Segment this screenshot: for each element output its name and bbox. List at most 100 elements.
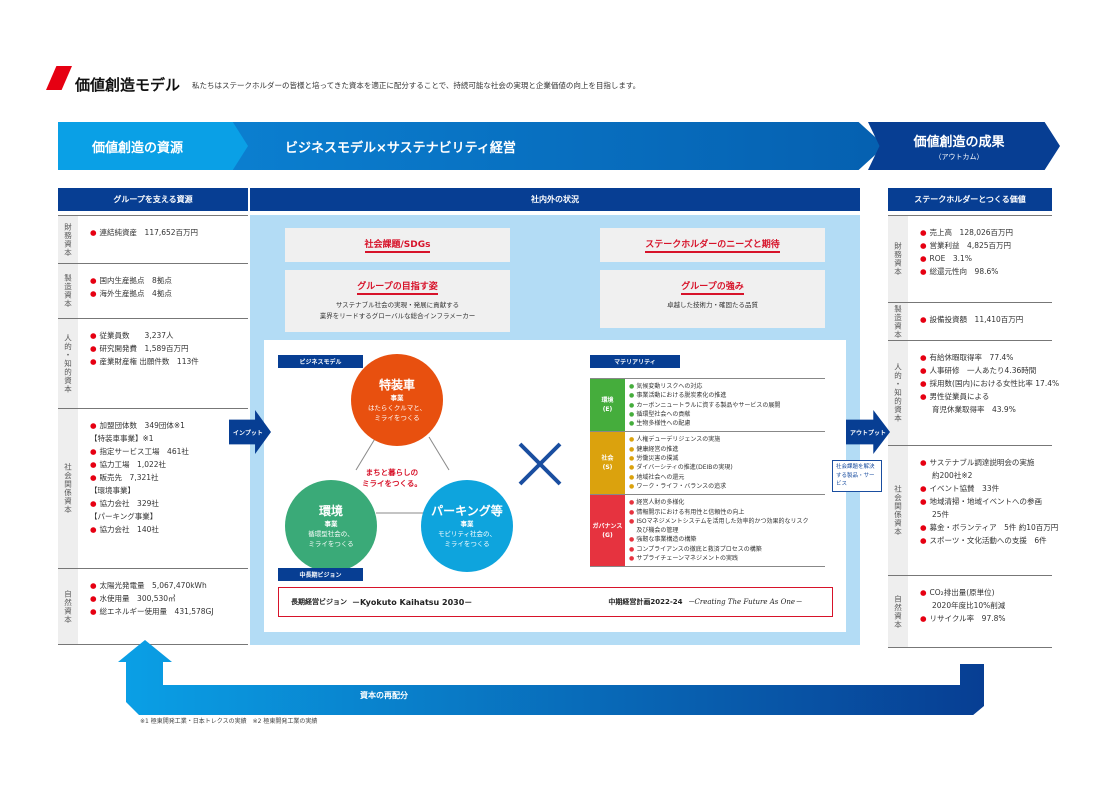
materiality-item-text: 人権デューデリジェンスの実施 <box>636 436 721 444</box>
banner-outcome: 価値創造の成果 （アウトカム） <box>868 122 1060 170</box>
capital-item: 国内生産拠点 8拠点 <box>90 274 172 287</box>
capital-item: 総還元性向 98.6% <box>920 265 1013 278</box>
materiality-label: 環境 (E) <box>590 379 625 432</box>
materiality-items: ● 気候変動リスクへの対応● 事業活動における脱炭素化の推進● カーボンニュート… <box>625 379 780 431</box>
capital-row: 製造資本国内生産拠点 8拠点海外生産拠点 4拠点 <box>58 263 248 318</box>
capital-item: 男性従業員による <box>920 390 1059 403</box>
capital-item: 募金・ボランティア 5件 約10百万円 <box>920 521 1059 534</box>
capital-item: 【特装車事業】※1 <box>90 434 154 443</box>
materiality-item: ● ワーク・ライフ・バランスの追求 <box>629 482 727 490</box>
circle-sub: 事業 <box>324 519 338 528</box>
materiality-items: ● 経営人財の多様化● 情報開示における有用性と信頼性の向上● ISOマネジメン… <box>625 495 808 566</box>
capital-row: 自然資本太陽光発電量 5,067,470kWh水使用量 300,530㎥総エネル… <box>58 568 248 645</box>
box-group-vision: グループの目指す姿サステナブル社会の実現・発展に貢献する業界をリードするグローバ… <box>285 270 510 332</box>
box-group-strength: グループの強み卓越した技術力・確固たる品質 <box>600 270 825 328</box>
circle-line2: ミライをつくる <box>374 413 420 422</box>
materiality-table: 環境 (E)● 気候変動リスクへの対応● 事業活動における脱炭素化の推進● カー… <box>590 378 825 568</box>
circle-connectors <box>355 436 450 514</box>
right-value-table: 財務資本売上高 128,026百万円営業利益 4,825百万円ROE 3.1%総… <box>888 215 1059 648</box>
materiality-item: ● カーボンニュートラルに資する製品やサービスの展開 <box>629 401 781 409</box>
outcome-sub: （アウトカム） <box>934 152 984 161</box>
materiality-item: ● 情報開示における有用性と信頼性の向上 <box>629 508 745 516</box>
materiality-item-text: コンプライアンスの徹底と救済プロセスの構築 <box>636 545 762 553</box>
capital-row: 社会関係資本サステナブル調達説明会の実施約200社※2イベント協賛 33件地域清… <box>888 445 1058 575</box>
materiality-item-text: サプライチェーンマネジメントの実践 <box>636 555 739 563</box>
capital-label: 財務資本 <box>58 216 78 263</box>
vision-box: 長期経営ビジョン －Kyokuto Kaihatsu 2030－ 中期経営計画2… <box>278 587 833 617</box>
materiality-item-text: 事業活動における脱炭素化の推進 <box>636 392 727 400</box>
capital-items: 加盟団体数 349団体※1【特装車事業】※1指定サービス工場 461社協力工場 … <box>78 409 189 568</box>
materiality-item: ● 地域社会への還元 <box>629 473 685 481</box>
center-line: ミライをつくる。 <box>362 479 422 488</box>
long-vision-value: －Kyokuto Kaihatsu 2030－ <box>352 597 473 607</box>
box-text: サステナブル社会の実現・発展に貢献する <box>335 301 460 309</box>
capital-item: 【環境事業】 <box>90 486 135 495</box>
materiality-item: ● ISOマネジメントシステムを活用した効率的かつ効果的なリスク <box>629 517 809 525</box>
materiality-item: ● コンプライアンスの徹底と救済プロセスの構築 <box>629 545 762 553</box>
materiality-tag: マテリアリティ <box>590 355 680 368</box>
circle-name: 特装車 <box>378 377 415 392</box>
capital-row: 製造資本設備投資額 11,410百万円 <box>888 302 1052 340</box>
capital-item: 地域清掃・地域イベントへの参画 <box>920 495 1058 508</box>
materiality-item: ● 健康経営の推進 <box>629 445 679 453</box>
capital-items: 連結純資産 117,652百万円 <box>78 216 199 263</box>
capital-label: 人的・知的資本 <box>58 319 78 408</box>
materiality-item-text: 及び機会の管理 <box>636 527 679 535</box>
mid-plan-value: －Creating The Future As One－ <box>687 598 803 606</box>
capital-item: 海外生産拠点 4拠点 <box>90 287 172 300</box>
capital-item: 販売先 7,321社 <box>90 471 189 484</box>
materiality-item-text: ワーク・ライフ・バランスの追求 <box>636 482 727 490</box>
left-resource-table: 財務資本連結純資産 117,652百万円製造資本国内生産拠点 8拠点海外生産拠点… <box>58 215 248 645</box>
materiality-item-text: 生物多様性への配慮 <box>636 420 691 428</box>
box-title: グループの強み <box>681 279 744 295</box>
capital-items: 有給休暇取得率 77.4%人事研修 一人あたり4.36時間採用数(国内)における… <box>908 341 1060 445</box>
capital-item: イベント協賛 33件 <box>920 482 1058 495</box>
business-circle: 環境事業循環型社会の、ミライをつくる <box>285 480 377 572</box>
center-line: まちと暮らしの <box>365 468 419 477</box>
capital-item: 連結純資産 117,652百万円 <box>90 226 199 239</box>
materiality-group: 環境 (E)● 気候変動リスクへの対応● 事業活動における脱炭素化の推進● カー… <box>590 379 825 433</box>
solution-box: 社会課題を解決する製品・サービス <box>832 460 882 492</box>
capital-item: 売上高 128,026百万円 <box>920 226 1014 239</box>
reallocation-label: 資本の再配分 <box>360 691 408 700</box>
materiality-label: ガバナンス (G) <box>590 495 625 567</box>
circle-line1: 循環型社会の、 <box>308 529 354 538</box>
box-social-issues: 社会課題/SDGs <box>285 228 510 262</box>
capital-item: CO₂排出量(原単位) <box>920 586 1006 599</box>
capital-item: 協力工場 1,022社 <box>90 458 189 471</box>
long-vision-label: 長期経営ビジョン <box>291 598 347 606</box>
materiality-item-text: 健康経営の推進 <box>636 445 679 453</box>
left-heading: グループを支える資源 <box>58 188 248 211</box>
title-accent <box>46 66 72 90</box>
materiality-item: ● ダイバーシティの推進(DEIBの実現) <box>629 464 733 472</box>
circle-sub: 事業 <box>460 519 474 528</box>
materiality-item-text: 強靭な事業構造の構築 <box>636 536 697 544</box>
capital-items: CO₂排出量(原単位)2020年度比10%削減リサイクル率 97.8% <box>908 576 1006 647</box>
materiality-group: 社会 (S)● 人権デューデリジェンスの実施● 健康経営の推進● 労働災害の撲滅… <box>590 432 825 496</box>
materiality-item: ● 強靭な事業構造の構築 <box>629 536 697 544</box>
capital-label: 財務資本 <box>888 216 908 302</box>
box-text: 業界をリードするグローバルな総合インフラメーカー <box>319 312 476 320</box>
materiality-item: ● 生物多様性への配慮 <box>629 420 691 428</box>
mid-plan-label: 中期経営計画2022-24 <box>608 598 683 606</box>
materiality-item: ● 事業活動における脱炭素化の推進 <box>629 392 727 400</box>
capital-item: 産業財産権 出願件数 113件 <box>90 355 199 368</box>
capital-item: 営業利益 4,825百万円 <box>920 239 1013 252</box>
materiality-item-text: カーボンニュートラルに資する製品やサービスの展開 <box>636 401 781 409</box>
capital-item: 太陽光発電量 5,067,470kWh <box>90 579 214 592</box>
box-text: 卓越した技術力・確固たる品質 <box>667 301 758 309</box>
circle-line1: はたらくクルマと、 <box>368 403 426 412</box>
capital-label: 自然資本 <box>58 569 78 644</box>
materiality-label: 社会 (S) <box>590 432 625 495</box>
materiality-item-text: 経営人財の多様化 <box>636 499 685 507</box>
capital-items: 設備投資額 11,410百万円 <box>908 303 1024 340</box>
capital-item: 25件 <box>932 510 950 519</box>
capital-item: 人事研修 一人あたり4.36時間 <box>920 364 1059 377</box>
materiality-item: ● 人権デューデリジェンスの実施 <box>629 436 721 444</box>
capital-row: 人的・知的資本有給休暇取得率 77.4%人事研修 一人あたり4.36時間採用数(… <box>888 340 1059 445</box>
business-circle: 特装車事業はたらくクルマと、ミライをつくる <box>351 354 443 446</box>
circle-line1: モビリティ社会の、 <box>437 529 497 538</box>
capital-row: 財務資本連結純資産 117,652百万円 <box>58 215 248 263</box>
materiality-item-text: ダイバーシティの推進(DEIBの実現) <box>636 464 733 472</box>
circle-line2: ミライをつくる <box>308 539 354 548</box>
